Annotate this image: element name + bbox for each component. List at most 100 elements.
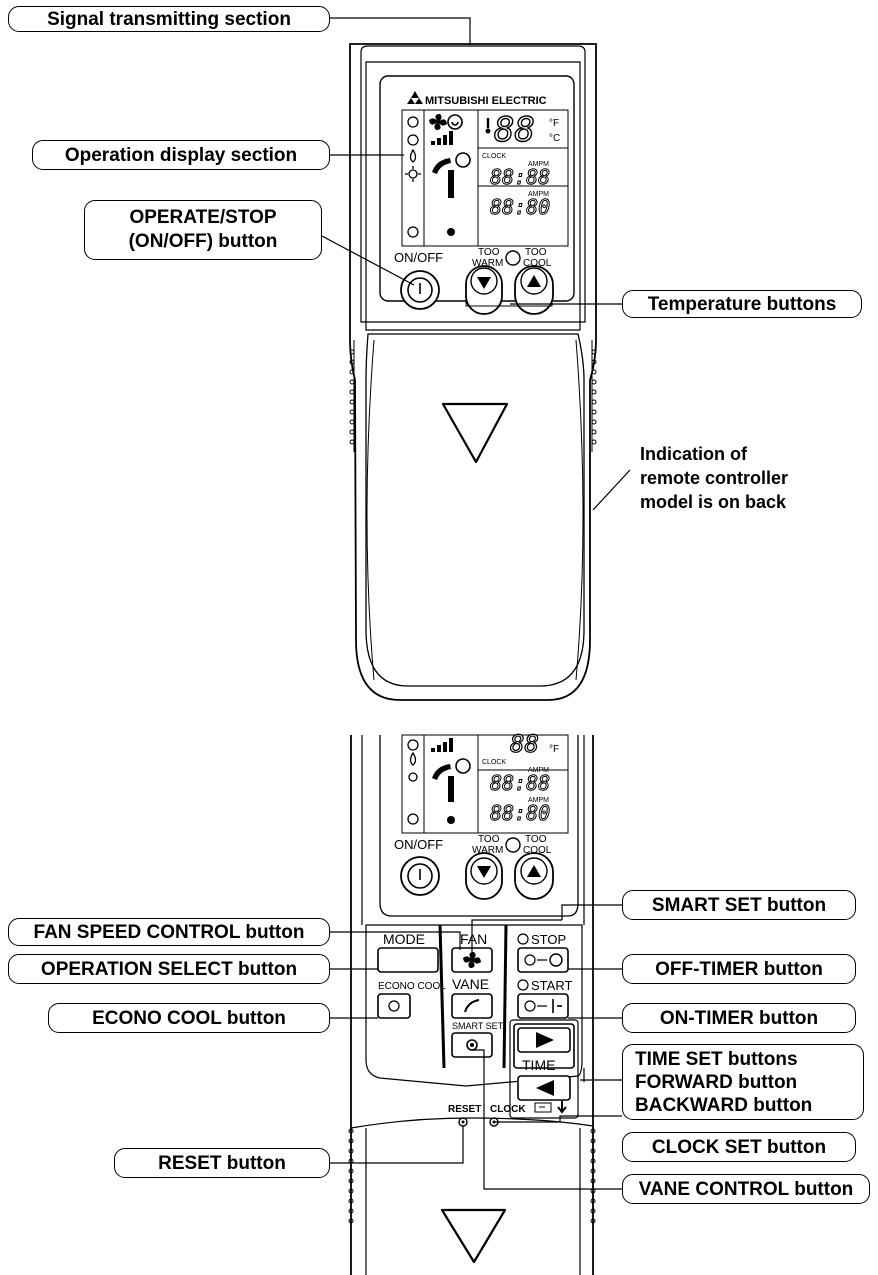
label-econo-cool: ECONO COOL button (48, 1003, 330, 1033)
clock-button-caption: CLOCK (490, 1104, 526, 1115)
econo-cool-button[interactable] (377, 993, 411, 1019)
label-reset-text: RESET button (158, 1152, 286, 1174)
stop-caption: STOP (531, 932, 566, 947)
reset-button[interactable] (458, 1117, 468, 1127)
label-model-indication: Indication of remote controller model is… (640, 442, 788, 514)
warm-caption-2: WARM (472, 845, 503, 856)
label-time-set: TIME SET buttons FORWARD button BACKWARD… (622, 1044, 864, 1120)
label-operate-line2: (ON/OFF) button (128, 231, 278, 252)
on-off-caption: ON/OFF (394, 250, 443, 265)
label-fan-speed-text: FAN SPEED CONTROL button (33, 921, 305, 943)
down-triangle-icon (441, 402, 509, 464)
cool-caption: COOL (523, 258, 552, 269)
label-op-select-text: OPERATION SELECT button (40, 958, 298, 980)
on-timer-button[interactable] (517, 993, 569, 1019)
label-off-timer-text: OFF-TIMER button (655, 958, 823, 980)
temp-up-button[interactable] (514, 265, 554, 315)
mode-button[interactable] (377, 947, 439, 973)
label-smart-set-text: SMART SET button (651, 894, 827, 916)
label-fan-speed: FAN SPEED CONTROL button (8, 918, 330, 946)
too-caption-2: TOO (525, 247, 547, 258)
remote-open-view: 88 °F CLOCK AMPM 88:88 AMPM 88:80 ON/OFF… (348, 729, 596, 1275)
info-icon (505, 250, 521, 266)
warm-caption: WARM (472, 258, 503, 269)
label-operate-line1: OPERATE/STOP (129, 207, 277, 228)
label-operation-select: OPERATION SELECT button (8, 954, 330, 984)
label-vane-text: VANE CONTROL button (638, 1178, 854, 1200)
note-line2: remote controller (640, 468, 789, 488)
ampm-caption-2: AMPM (528, 191, 549, 198)
note-line3: model is on back (640, 492, 787, 512)
label-temperature-text: Temperature buttons (647, 293, 837, 315)
cool-caption-2: COOL (523, 845, 552, 856)
label-on-timer-text: ON-TIMER button (659, 1007, 819, 1029)
label-signal-text: Signal transmitting section (47, 8, 291, 30)
smart-set-button[interactable] (451, 1032, 493, 1058)
backward-arrow-icon (536, 1080, 554, 1096)
label-clock-set: CLOCK SET button (622, 1132, 856, 1162)
mode-caption: MODE (383, 931, 425, 947)
label-off-timer: OFF-TIMER button (622, 954, 856, 984)
clock-digits: 88:88 (490, 165, 550, 189)
econo-cool-icon (388, 1000, 400, 1012)
ampm-caption-1: AMPM (528, 161, 549, 168)
backward-button[interactable] (517, 1075, 571, 1101)
on-off-button[interactable] (400, 270, 440, 310)
clock-digits-2: 88:88 (490, 771, 550, 795)
label-smart-set: SMART SET button (622, 890, 856, 920)
smart-set-icon (447, 228, 455, 236)
econo-cool-caption: ECONO COOL (378, 981, 446, 992)
label-time-set-line1: TIME SET buttons (635, 1048, 798, 1070)
label-vane-control: VANE CONTROL button (622, 1174, 870, 1204)
too-caption-1: TOO (478, 247, 500, 258)
ampm-caption-4: AMPM (528, 797, 549, 804)
forward-button[interactable] (517, 1027, 571, 1053)
vane-icon (432, 158, 454, 198)
mitsubishi-logo (407, 91, 423, 104)
ampm-caption-3: AMPM (528, 767, 549, 774)
unit-f-2: °F (549, 744, 559, 755)
power-icon (407, 277, 433, 303)
down-triangle-icon-2 (440, 1208, 507, 1264)
timer-digits: 88:80 (490, 195, 550, 219)
vane-button[interactable] (451, 993, 493, 1019)
brand-text: MITSUBISHI ELECTRIC (425, 95, 547, 107)
temp-up-button-2[interactable] (514, 852, 554, 900)
too-caption-4: TOO (525, 834, 547, 845)
temp-down-button[interactable] (465, 265, 503, 315)
temperature-digits-2: 88 (510, 730, 539, 758)
remote-front-view: MITSUBISHI ELECTRIC 88 (349, 43, 597, 701)
clock-caption-2: CLOCK (482, 759, 506, 766)
vane-caption: VANE (452, 976, 489, 992)
forward-arrow-icon (536, 1032, 554, 1048)
on-off-caption-2: ON/OFF (394, 837, 443, 852)
on-off-button-2[interactable] (400, 856, 440, 896)
too-caption-3: TOO (478, 834, 500, 845)
battery-icon (534, 1102, 552, 1113)
timer-digits-2: 88:80 (490, 801, 550, 825)
label-operate-stop: OPERATE/STOP (ON/OFF) button (84, 200, 322, 260)
note-line1: Indication of (640, 444, 747, 464)
label-reset: RESET button (114, 1148, 330, 1178)
temperature-digits: 88 (494, 110, 535, 150)
label-time-set-line2: FORWARD button (635, 1071, 798, 1093)
label-econo-text: ECONO COOL button (92, 1007, 286, 1029)
label-display-text: Operation display section (64, 144, 298, 166)
time-caption: TIME (522, 1057, 555, 1073)
unit-c: °C (549, 133, 560, 144)
label-signal-transmitting: Signal transmitting section (8, 6, 330, 32)
reset-caption: RESET (448, 1104, 481, 1115)
label-on-timer: ON-TIMER button (622, 1003, 856, 1033)
label-operation-display: Operation display section (32, 140, 330, 170)
clock-caption: CLOCK (482, 153, 506, 160)
label-clock-set-text: CLOCK SET button (651, 1136, 827, 1158)
off-timer-button[interactable] (517, 947, 569, 973)
label-temperature-buttons: Temperature buttons (622, 290, 862, 318)
unit-f: °F (549, 118, 559, 129)
smart-set-caption: SMART SET (452, 1021, 504, 1031)
fan-caption: FAN (460, 931, 487, 947)
temp-down-button-2[interactable] (465, 852, 503, 900)
label-time-set-line3: BACKWARD button (635, 1094, 813, 1116)
